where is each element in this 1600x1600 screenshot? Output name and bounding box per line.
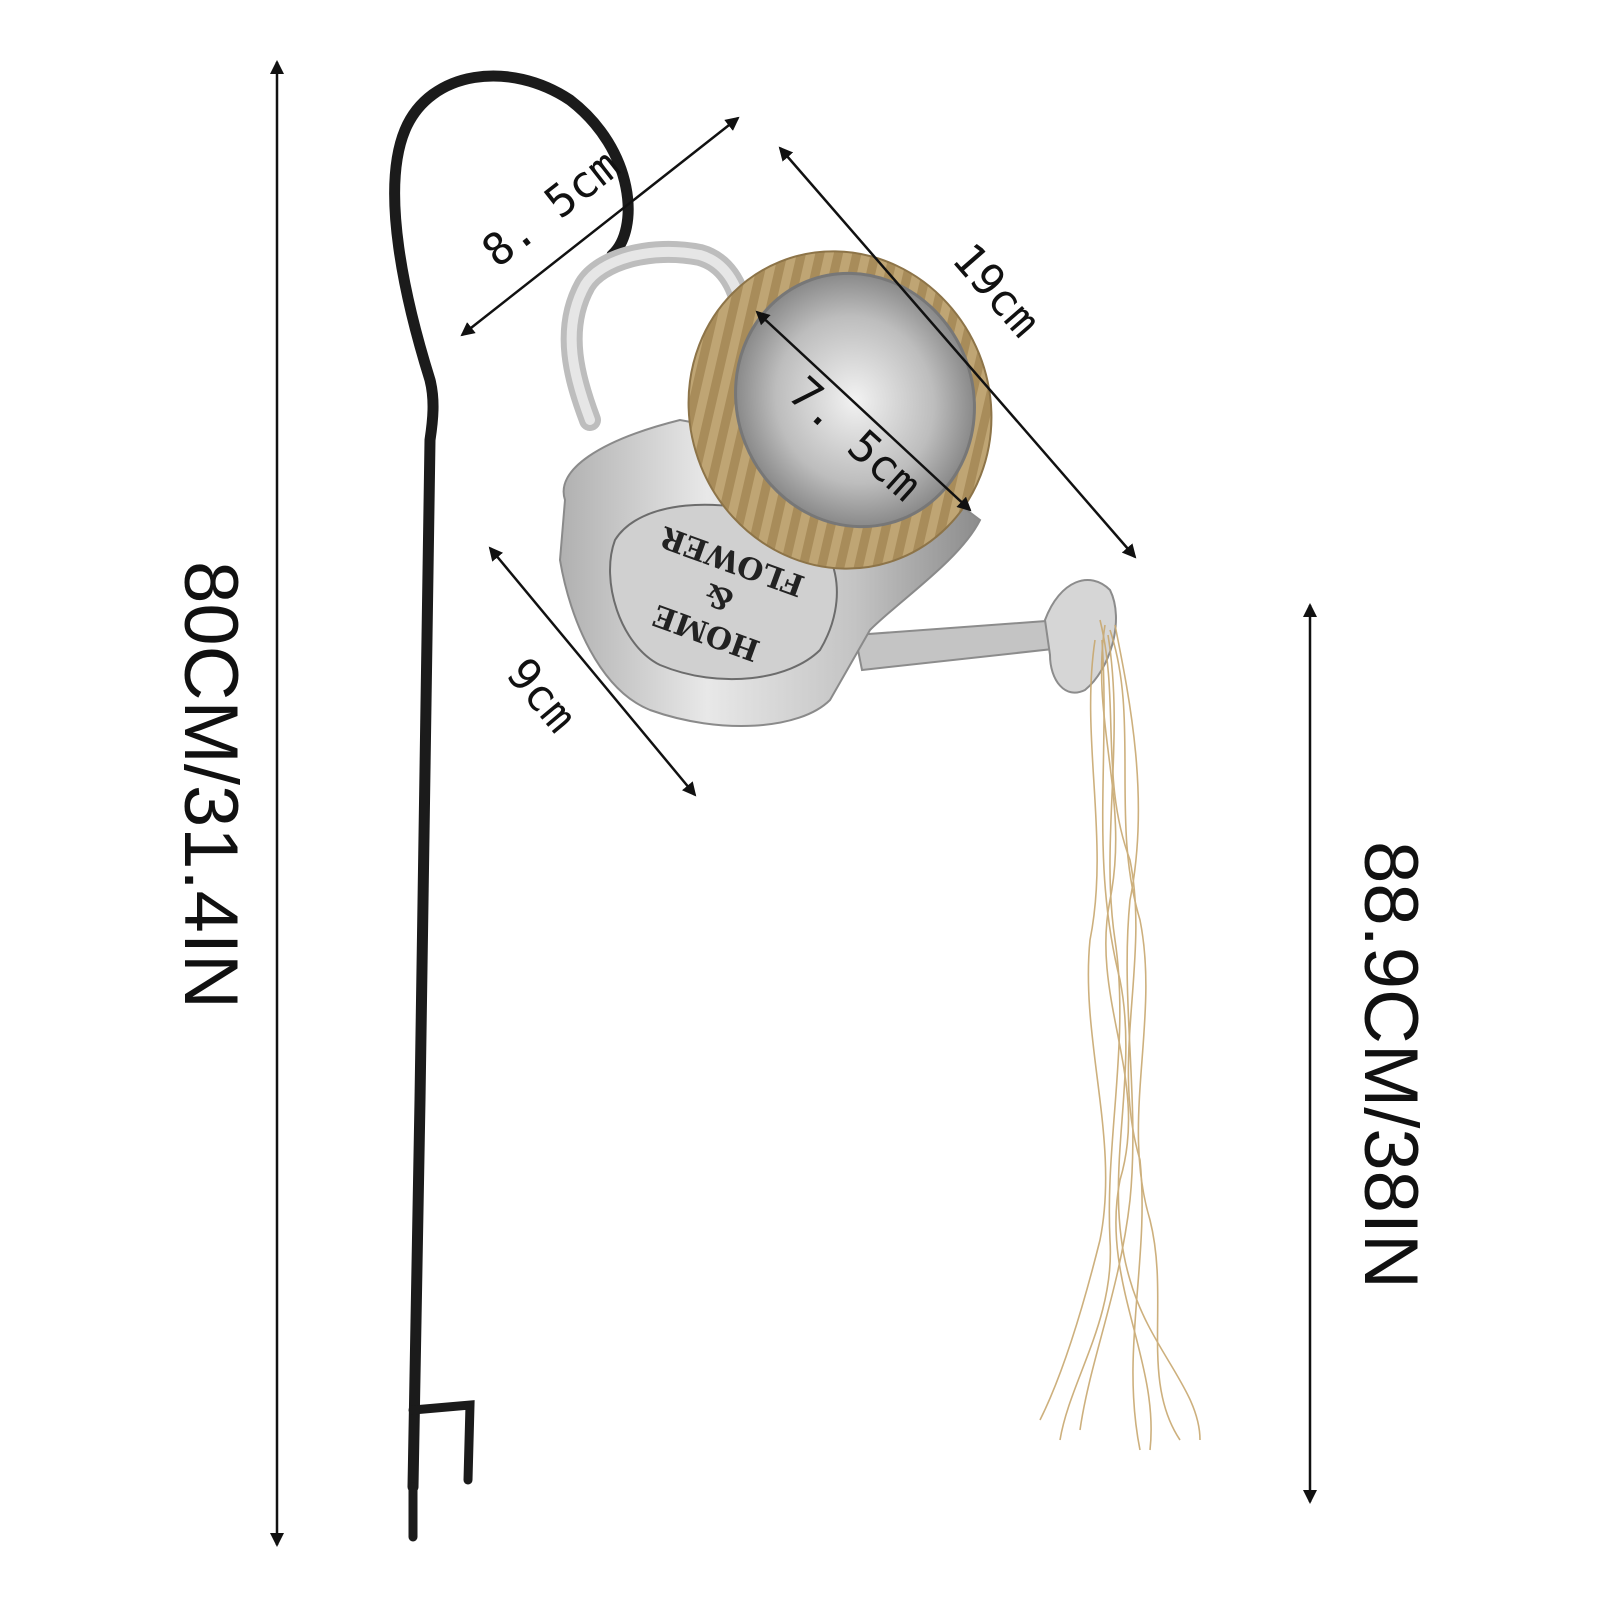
body-height-label: 9cm — [496, 649, 586, 743]
string-length-label: 88.9CM/38IN — [1348, 841, 1433, 1289]
total-height-label: 80CM/31.4IN — [168, 561, 253, 1009]
body-height-arrow — [488, 546, 697, 797]
hook-width-arrow — [460, 116, 740, 337]
fairy-light-strands — [1039, 619, 1201, 1451]
mouth-diameter-arrow — [755, 310, 972, 512]
watering-can: HOME & FLOWER — [558, 240, 1117, 727]
